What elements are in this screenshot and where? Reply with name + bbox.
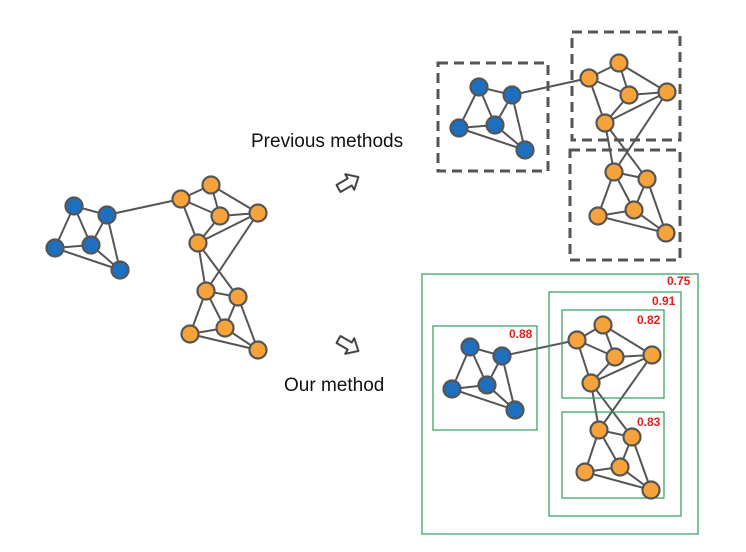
input-graph-node-orange (210, 206, 230, 226)
previous-graph-node-orange (656, 223, 676, 243)
ours-graph-node-orange (641, 480, 661, 500)
input-graph-node-blue (64, 196, 84, 216)
input-graph-node-orange (248, 203, 268, 223)
ours-graph-edge (451, 388, 516, 411)
scores-layer: 0.75 0.91 0.82 0.83 0.88 (509, 274, 691, 429)
input-graph-node-blue (45, 238, 65, 258)
input-graph-node-orange (188, 233, 208, 253)
ours-graph-node-blue (505, 400, 525, 420)
ours-graph-node-blue (442, 379, 462, 399)
input-graph-node-orange (171, 189, 191, 209)
community-box-orange-top (561, 309, 665, 399)
previous-graph-node-orange (637, 169, 657, 189)
input-graph-node-blue (97, 205, 117, 225)
score-outer: 0.75 (667, 274, 691, 288)
input-graph-node-blue (110, 260, 130, 280)
previous-graph-node-orange (609, 53, 629, 73)
community-box-blue (432, 325, 538, 431)
ours-graph-node-orange (581, 373, 601, 393)
score-orange-top: 0.82 (637, 313, 661, 327)
previous-graph-edge (597, 215, 667, 234)
previous-graph-node-orange (619, 85, 639, 105)
previous-graph-node-orange (657, 82, 677, 102)
previous-graph-node-blue (502, 85, 522, 105)
community-box-orange (548, 291, 682, 517)
previous-graph-node-blue (449, 118, 469, 138)
previous-graph-node-blue (515, 140, 535, 160)
ours-graph-node-orange (642, 345, 662, 365)
ours-graph-node-orange (567, 330, 587, 350)
community-box-orange-bottom (561, 411, 665, 499)
boxes-layer (421, 30, 699, 535)
input-graph-edge (197, 242, 239, 298)
previous-graph-node-orange (624, 200, 644, 220)
ours-graph-edge (590, 354, 653, 384)
previous-orange-top-partition (570, 30, 682, 142)
previous-graph-node-orange (588, 206, 608, 226)
input-graph-edge (189, 333, 259, 351)
previous-orange-bottom-partition (568, 148, 682, 262)
score-orange-bottom: 0.83 (637, 415, 661, 429)
ours-graph-edge (584, 471, 652, 491)
input-graph-node-blue (81, 235, 101, 255)
input-graph-edge (197, 212, 259, 244)
input-graph-node-orange (248, 340, 268, 360)
ours-graph-edge (590, 382, 633, 438)
arrow-to-previous-icon (335, 173, 360, 193)
input-graph-node-orange (201, 175, 221, 195)
ours-graph-edge (598, 354, 653, 431)
previous-graph-edge (511, 77, 590, 96)
ours-graph-node-orange (622, 427, 642, 447)
nodes-layer (45, 53, 677, 500)
previous-methods-label: Previous methods (251, 131, 404, 152)
edges-layer (54, 62, 668, 491)
input-graph-edge (205, 212, 259, 292)
previous-graph-node-orange (604, 162, 624, 182)
input-graph-edge (106, 198, 182, 216)
our-method-label: Our method (284, 375, 385, 396)
score-blue-group: 0.88 (509, 327, 533, 341)
ours-graph-node-orange (593, 315, 613, 335)
input-graph-node-orange (196, 281, 216, 301)
ours-graph-node-orange (589, 420, 609, 440)
ours-graph-node-blue (492, 346, 512, 366)
ours-graph-edge (501, 339, 578, 357)
previous-graph-node-blue (469, 77, 489, 97)
score-orange-group: 0.91 (652, 294, 676, 308)
previous-graph-edge (458, 127, 526, 151)
input-graph-node-orange (180, 324, 200, 344)
community-box-outer (421, 273, 699, 535)
input-graph-node-orange (228, 287, 248, 307)
ours-graph-node-orange (575, 462, 595, 482)
input-graph-node-orange (215, 318, 235, 338)
previous-graph-node-orange (595, 113, 615, 133)
previous-graph-edge (604, 91, 668, 124)
input-graph-edge (54, 247, 121, 271)
ours-graph-node-blue (460, 337, 480, 357)
ours-graph-node-orange (605, 347, 625, 367)
previous-graph-node-blue (485, 115, 505, 135)
previous-graph-node-orange (579, 68, 599, 88)
ours-graph-node-blue (477, 375, 497, 395)
ours-graph-node-orange (610, 457, 630, 477)
arrows-layer (335, 173, 360, 355)
previous-graph-edge (613, 91, 668, 173)
previous-blue-partition (436, 61, 550, 173)
arrow-to-ours-icon (335, 335, 360, 355)
